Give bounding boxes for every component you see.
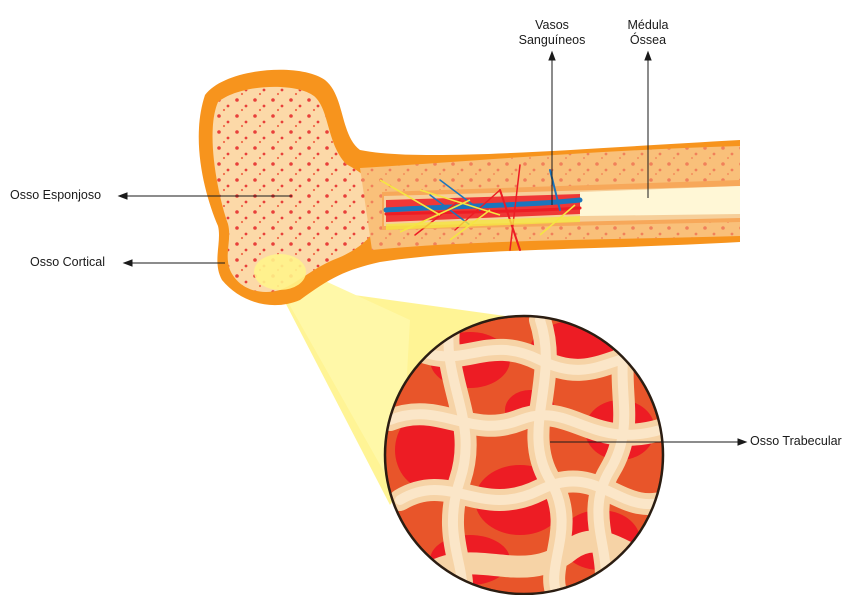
label-osso-trabecular: Osso Trabecular [750,434,842,449]
label-vasos-sanguineos: Vasos Sanguíneos [519,18,586,48]
label-vasos-line1: Vasos [519,18,586,33]
label-medula-line2: Óssea [628,33,669,48]
label-medula-line1: Médula [628,18,669,33]
label-osso-esponjoso: Osso Esponjoso [10,188,101,203]
label-osso-cortical: Osso Cortical [30,255,105,270]
label-vasos-line2: Sanguíneos [519,33,586,48]
label-medula-ossea: Médula Óssea [628,18,669,48]
